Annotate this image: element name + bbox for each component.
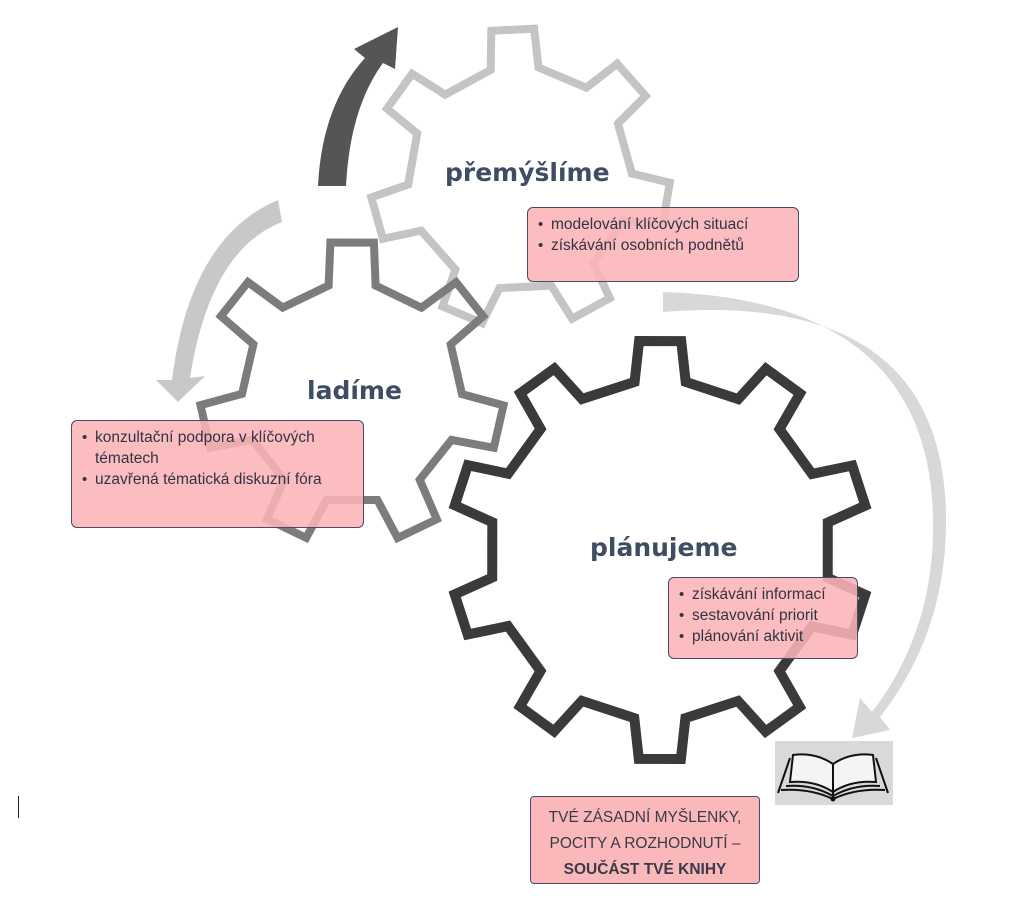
- info-box-planujeme: získávání informací sestavování priorit …: [668, 577, 858, 659]
- arrow-to-premyslime: [318, 27, 398, 186]
- gear-ladime: [195, 238, 509, 544]
- result-line-2: POCITY A ROZHODNUTÍ –: [549, 835, 741, 852]
- info-box-ladime: konzultační podpora v klíčových tématech…: [71, 420, 364, 528]
- list-item: modelování klíčových situací: [538, 214, 790, 235]
- gear-title-ladime: ladíme: [307, 376, 402, 405]
- list-item: uzavřená tématická diskuzní fóra: [82, 469, 355, 490]
- result-line-3: SOUČÁST TVÉ KNIHY: [563, 861, 727, 878]
- arrow-to-ladime: [156, 200, 282, 402]
- gear-outline-ladime: [195, 238, 509, 544]
- gear-outline-planujeme: [448, 335, 872, 765]
- open-book-icon: [775, 741, 893, 805]
- list-item: konzultační podpora v klíčových tématech: [82, 427, 355, 469]
- list-item: získávání informací: [679, 584, 849, 605]
- list-item: získávání osobních podnětů: [538, 235, 790, 256]
- text-cursor: [18, 796, 19, 818]
- list-item: plánování aktivit: [679, 626, 849, 647]
- result-line-1: TVÉ ZÁSADNÍ MYŠLENKY,: [548, 809, 742, 826]
- gear-title-premyslime: přemýšlíme: [445, 158, 610, 187]
- info-box-premyslime: modelování klíčových situací získávání o…: [527, 207, 799, 282]
- gear-title-planujeme: plánujeme: [590, 533, 738, 562]
- arrow-to-book: [663, 292, 947, 738]
- result-box: TVÉ ZÁSADNÍ MYŠLENKY, POCITY A ROZHODNUT…: [530, 796, 760, 884]
- list-item: sestavování priorit: [679, 605, 849, 626]
- gear-planujeme: [448, 335, 872, 765]
